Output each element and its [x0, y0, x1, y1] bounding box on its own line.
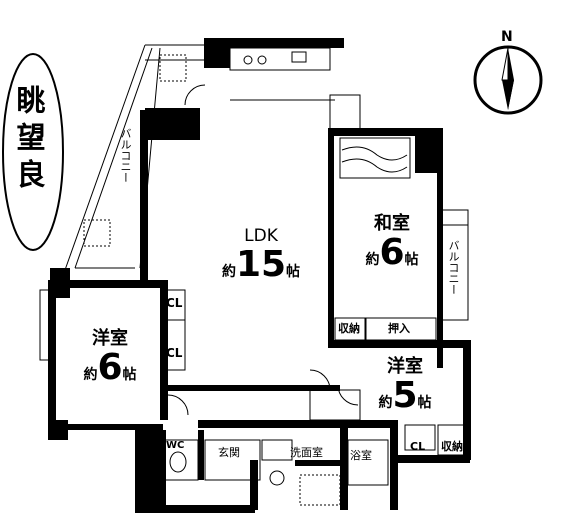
closets-left [164, 289, 186, 371]
storage-mid-label: 収納 [338, 322, 360, 335]
room-ldk-unit: 帖 [286, 264, 301, 280]
room-ldk: LDK 約15帖 [216, 228, 306, 283]
room-yoshitsu-right: 洋室 約5帖 [365, 358, 445, 414]
room-yoshitsu-left-unit: 帖 [122, 367, 137, 383]
balcony-left-label: バルコニー [119, 128, 132, 183]
room-yoshitsu-left-prefix: 約 [83, 367, 98, 383]
room-ldk-name: LDK [244, 226, 278, 246]
closet-right-label: CL [410, 440, 426, 453]
utility-rooms [162, 389, 471, 506]
balcony-left [64, 44, 206, 271]
compass [473, 45, 543, 115]
closet-top-label: CL [166, 296, 183, 310]
room-ldk-prefix: 約 [221, 264, 236, 280]
room-washitsu-name: 和室 [374, 213, 410, 234]
oshiire-label: 押入 [388, 322, 410, 335]
view-badge-text: 眺望良 [12, 85, 46, 196]
genkan-label: 玄関 [218, 446, 240, 459]
kitchen-area [204, 38, 344, 101]
room-washitsu-unit: 帖 [404, 252, 419, 268]
room-yoshitsu-right-prefix: 約 [378, 395, 393, 411]
closet-mid-label: CL [166, 346, 183, 360]
washitsu-details [334, 137, 469, 341]
room-ldk-size: 15 [235, 244, 287, 285]
doors [167, 84, 359, 416]
room-yoshitsu-left: 洋室 約6帖 [70, 330, 150, 386]
room-washitsu: 和室 約6帖 [352, 215, 432, 271]
room-yoshitsu-left-size: 6 [97, 347, 123, 388]
compass-north-label: N [501, 29, 513, 45]
bathroom-label: 浴室 [350, 449, 372, 462]
room-yoshitsu-right-unit: 帖 [417, 395, 432, 411]
room-yoshitsu-right-size: 5 [392, 375, 418, 416]
view-badge [2, 53, 64, 251]
balcony-right-label: バルコニー [447, 240, 460, 295]
washroom-label: 洗面室 [290, 446, 323, 459]
room-washitsu-size: 6 [379, 232, 405, 273]
storage-right-label: 収納 [441, 440, 463, 453]
wc-label: WC [166, 440, 185, 451]
room-yoshitsu-right-name: 洋室 [387, 356, 423, 377]
room-yoshitsu-left-name: 洋室 [92, 328, 128, 349]
room-washitsu-prefix: 約 [365, 252, 380, 268]
